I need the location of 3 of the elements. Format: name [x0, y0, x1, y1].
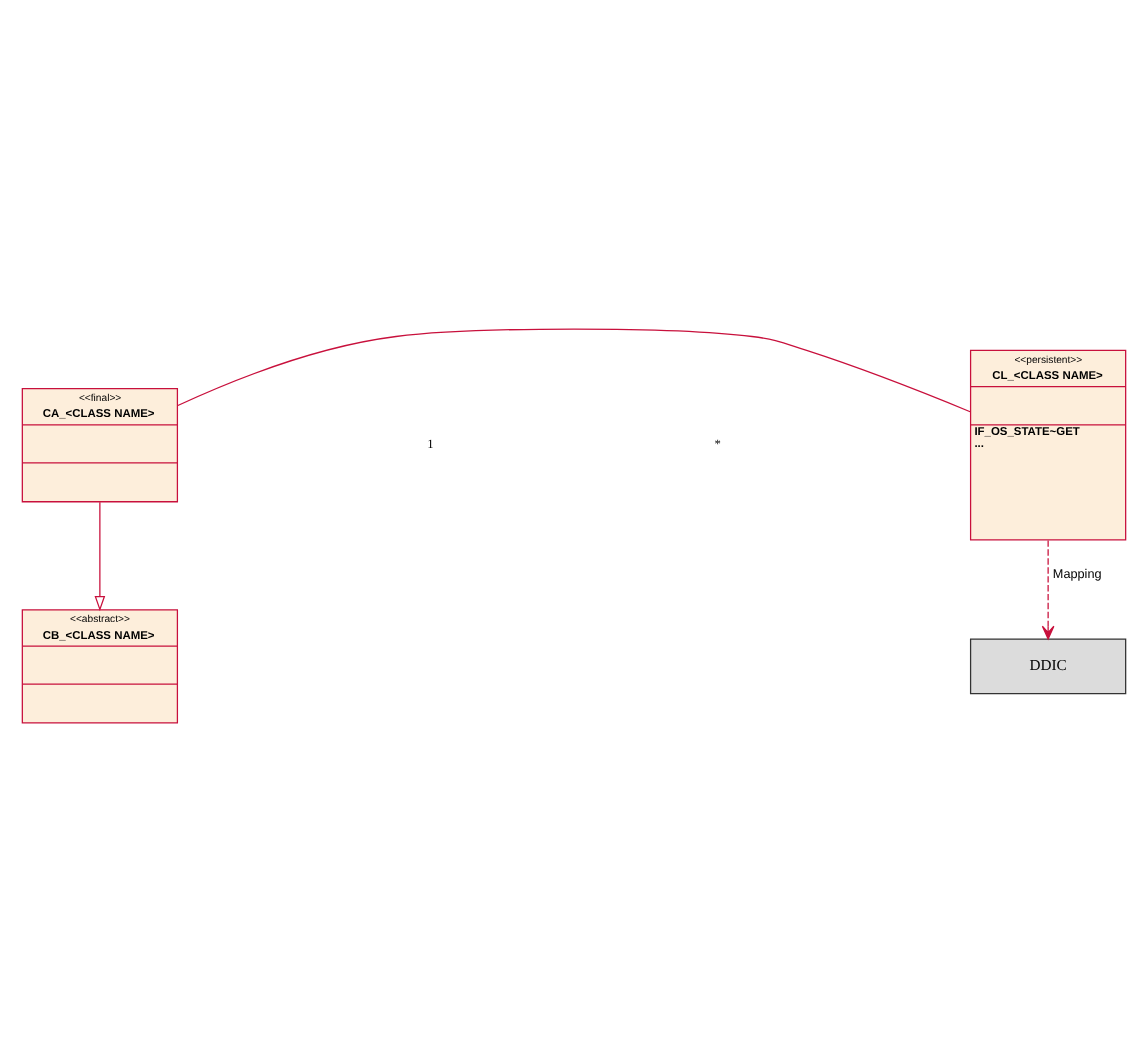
arrow [1041, 539, 1055, 640]
connector [177, 328, 971, 413]
arrow [94, 501, 106, 612]
